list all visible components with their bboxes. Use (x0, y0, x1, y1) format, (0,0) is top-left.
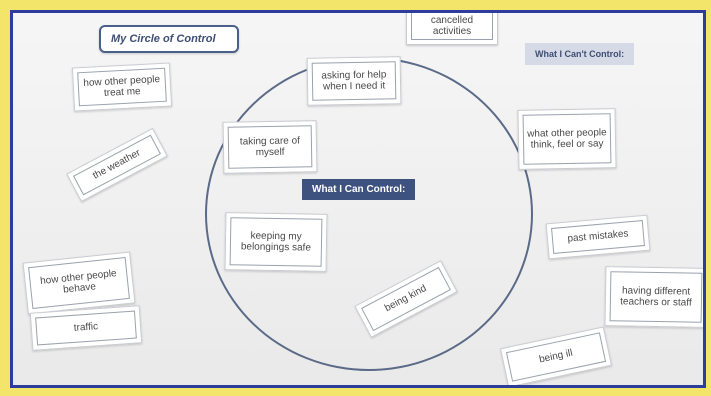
card-different-teachers: having different teachers or staff (604, 266, 703, 328)
card-people-treat-me: how other people treat me (71, 62, 173, 112)
card-taking-care: taking care of myself (222, 120, 318, 174)
photo: My Circle of Control What I Can Control:… (10, 10, 706, 388)
card-traffic: traffic (29, 305, 143, 351)
can-control-label: What I Can Control: (302, 179, 416, 200)
card-what-others-think: what other people think, feel or say (517, 108, 617, 170)
card-belongings-safe: keeping my belongings safe (224, 212, 328, 272)
title-card: My Circle of Control (99, 25, 239, 53)
card-cancelled-activities: cancelled activities (406, 13, 498, 45)
cant-control-label: What I Can't Control: (525, 43, 635, 65)
card-asking-help: asking for help when I need it (306, 56, 402, 106)
title-text: My Circle of Control (111, 32, 216, 45)
